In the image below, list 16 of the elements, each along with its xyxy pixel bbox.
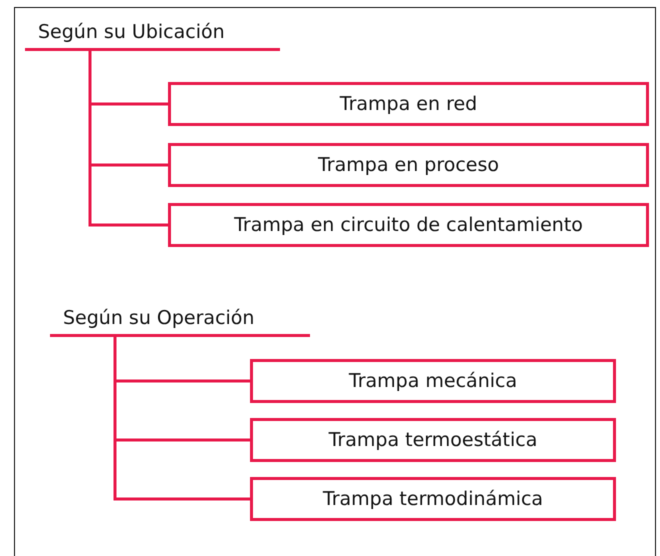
box-label: Trampa en circuito de calentamiento xyxy=(234,214,583,236)
connector-line xyxy=(88,51,168,226)
category-box xyxy=(168,203,649,247)
box-label: Trampa termoestática xyxy=(328,429,538,451)
category-box xyxy=(250,418,616,462)
box-label: Trampa mecánica xyxy=(348,370,518,392)
category-box xyxy=(168,82,649,126)
category-box xyxy=(168,143,649,187)
heading-text: Según su Ubicación xyxy=(38,21,225,43)
connector-line xyxy=(114,337,250,500)
category-box xyxy=(250,359,616,403)
box-label: Trampa en red xyxy=(340,93,478,115)
category-box xyxy=(250,477,616,521)
box-label: Trampa termodinámica xyxy=(322,488,544,510)
box-label: Trampa en proceso xyxy=(318,154,500,176)
heading-text: Según su Operación xyxy=(63,307,254,329)
